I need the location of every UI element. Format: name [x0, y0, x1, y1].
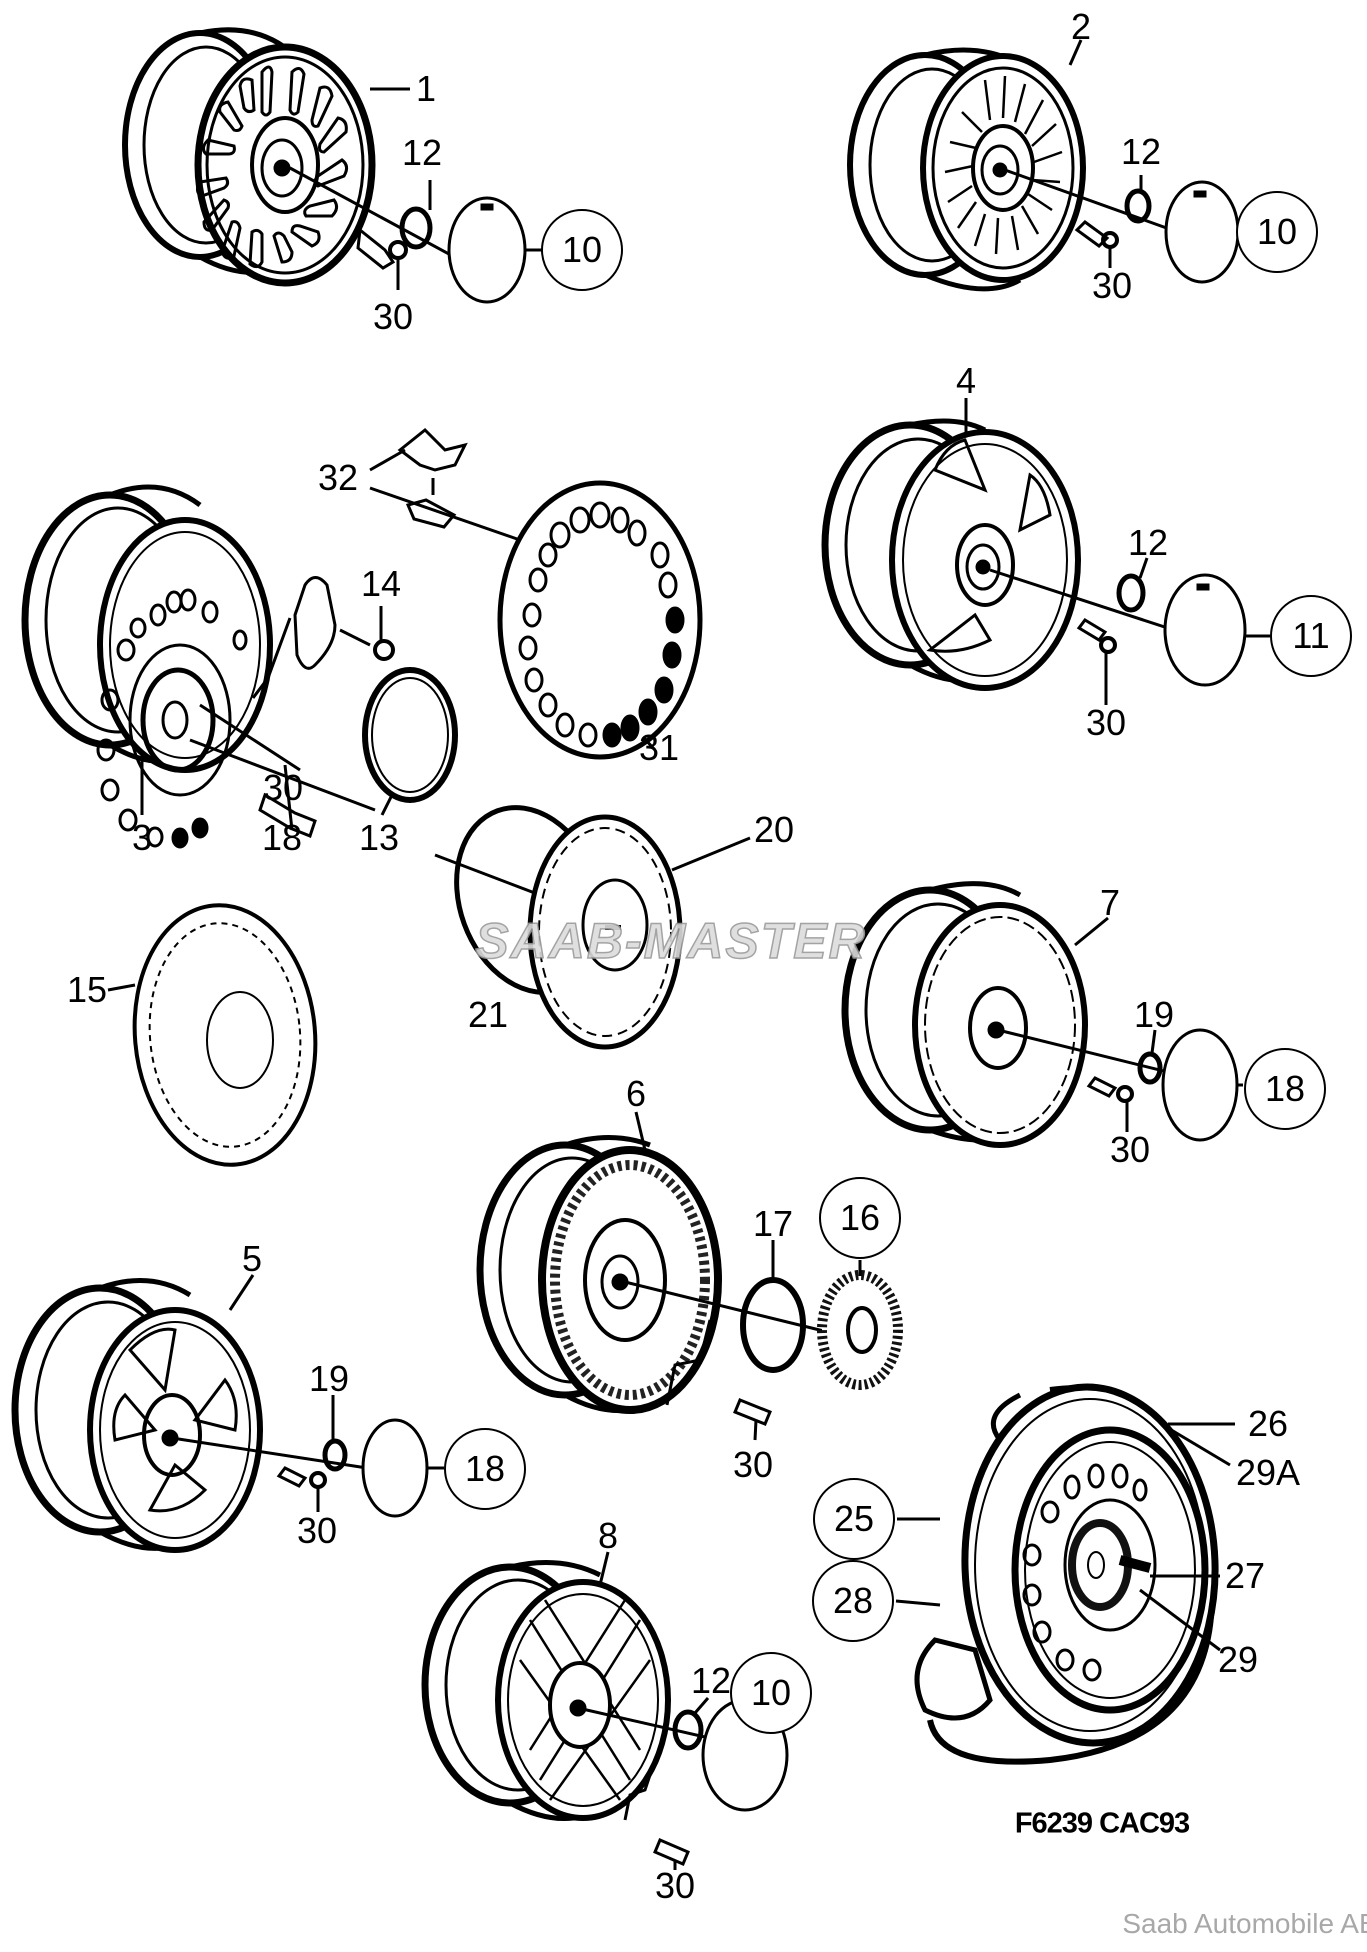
callout-6: 6	[625, 1073, 647, 1114]
callout-1: 1	[415, 68, 437, 109]
callout-10-circled: 10	[1236, 191, 1318, 273]
callout-20: 20	[753, 809, 795, 850]
callout-21: 21	[467, 994, 509, 1035]
callout-14: 14	[360, 563, 402, 604]
callout-30: 30	[1091, 265, 1133, 306]
callout-2: 2	[1070, 6, 1092, 47]
part-32-clip	[369, 427, 521, 542]
wheel-1-alloy-teardrop	[122, 27, 545, 304]
wheel-7-alloy	[841, 881, 1243, 1148]
callout-17: 17	[752, 1203, 794, 1244]
callout-12: 12	[690, 1660, 732, 1701]
callout-7: 7	[1099, 882, 1121, 923]
wheel-2-alloy-slotted	[847, 39, 1255, 292]
callout-18-circled: 18	[444, 1428, 526, 1510]
watermark: SAAB-MASTER	[475, 912, 867, 970]
callout-30: 30	[732, 1444, 774, 1485]
callout-16-circled: 16	[819, 1177, 901, 1259]
callout-18: 18	[261, 817, 303, 858]
callout-15: 15	[66, 969, 108, 1010]
callout-11-circled: 11	[1270, 595, 1352, 677]
callout-12: 12	[1120, 131, 1162, 172]
wheel-2-spoke-slots	[944, 75, 1063, 255]
part-15-hubcap	[107, 903, 318, 1167]
callout-10-circled: 10	[541, 209, 623, 291]
part-31-hubcap	[497, 480, 703, 760]
callout-29a: 29A	[1235, 1452, 1301, 1493]
callout-31: 31	[638, 727, 680, 768]
wheel-3-vent-holes	[96, 588, 248, 849]
callout-3: 3	[131, 817, 153, 858]
callout-30: 30	[1109, 1129, 1151, 1170]
callout-12: 12	[1127, 522, 1169, 563]
callout-27: 27	[1224, 1555, 1266, 1596]
callout-30: 30	[654, 1865, 696, 1906]
callout-4: 4	[955, 360, 977, 401]
callout-30: 30	[296, 1510, 338, 1551]
callout-30: 30	[262, 767, 304, 808]
callout-13: 13	[358, 817, 400, 858]
callout-25-circled: 25	[813, 1478, 895, 1560]
callout-30: 30	[1085, 702, 1127, 743]
callout-18-circled: 18	[1244, 1048, 1326, 1130]
spare-wheel-assembly	[895, 1383, 1235, 1765]
wheel-8-alloy-lattice	[421, 1551, 789, 1870]
copyright-notice: Saab Automobile AB	[1122, 1908, 1367, 1939]
callout-29: 29	[1217, 1639, 1259, 1680]
wheel-1-spoke-holes	[195, 65, 349, 269]
figure-code: F6239 CAC93	[1014, 1807, 1190, 1840]
callout-12: 12	[401, 132, 443, 173]
part-20-hubcap	[527, 814, 751, 1050]
callout-30: 30	[372, 296, 414, 337]
callout-19: 19	[308, 1358, 350, 1399]
callout-10-circled: 10	[730, 1652, 812, 1734]
part-31-holes	[518, 501, 685, 748]
callout-19: 19	[1133, 994, 1175, 1035]
wheel-4-alloy-three-spoke	[821, 398, 1270, 705]
wheel-6-wire	[476, 1111, 903, 1441]
spare-wheel-holes	[1022, 1463, 1148, 1682]
callout-5: 5	[241, 1238, 263, 1279]
callout-26: 26	[1247, 1403, 1289, 1444]
callout-28-circled: 28	[812, 1560, 894, 1642]
callout-32: 32	[317, 457, 359, 498]
wheel-3-steel	[21, 484, 458, 849]
wheel-5-alloy	[11, 1274, 444, 1553]
callout-8: 8	[597, 1515, 619, 1556]
